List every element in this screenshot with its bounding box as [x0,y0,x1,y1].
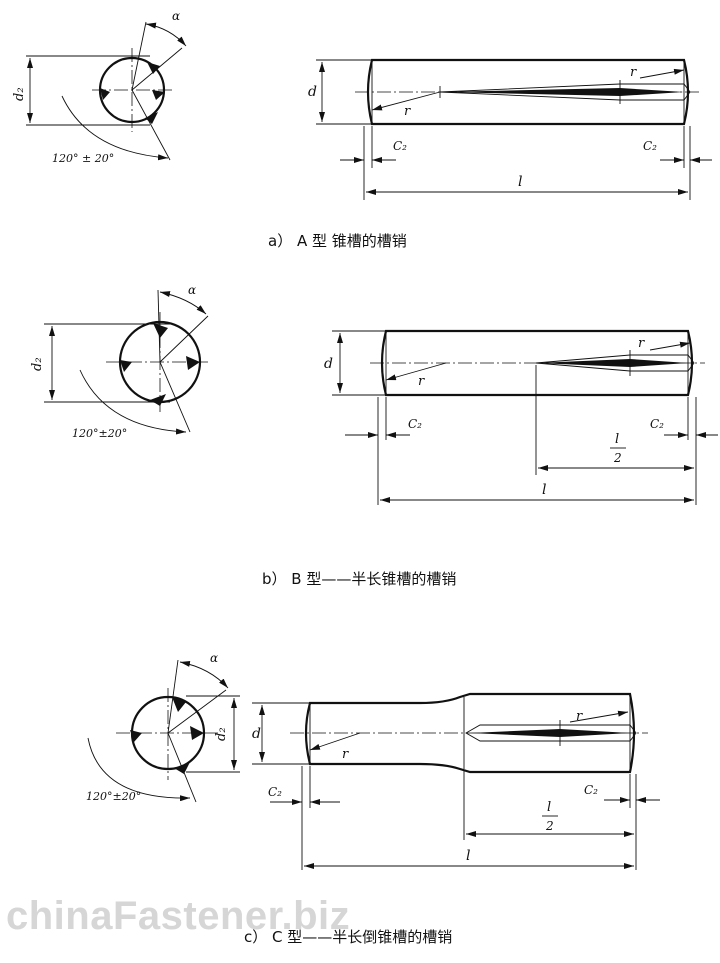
figure-b: d₂ 120°±20° α [30,283,718,505]
figure-c-side-view [252,692,660,870]
figure-b-label-d2: d₂ [30,357,45,371]
figure-c-label-d: d [252,726,261,742]
figure-b-label-half-l-den: 2 [613,451,622,465]
figure-a-label-l: l [518,174,522,190]
figure-b-label-d: d [324,356,333,372]
figure-c-label-alpha: α [210,651,218,665]
figure-c-label-d2: d₂ [214,727,229,741]
figure-c-label-r-right: r [576,709,583,724]
figure-b-label-c2-right: C₂ [650,417,664,431]
figure-b-label-c2-left: C₂ [408,417,422,431]
figure-c-label-l: l [466,848,470,864]
figure-c-label-r-left: r [342,747,349,762]
figure-a-label-d2: d₂ [12,87,27,101]
figure-c-label-angle: 120°±20° [86,790,141,803]
figure-c-caption: c） C 型——半长倒锥槽的槽销 [244,928,453,946]
figure-b-side-view [332,329,718,505]
figure-b-label-r-right: r [638,336,645,351]
figure-b-label-alpha: α [188,283,196,297]
figure-c-cross-section [87,659,240,803]
figure-c: d₂ 120°±20° α [86,651,660,870]
figure-b-label-r-left: r [418,374,425,389]
figure-c-label-half-l-den: 2 [545,819,554,833]
figure-a-label-alpha: α [172,9,180,23]
figure-a-label-c2-right: C₂ [643,139,657,153]
figure-a-label-r-left: r [404,104,411,119]
figure-a-label-c2-left: C₂ [393,139,407,153]
figure-a-label-d: d [308,84,317,100]
figure-b-label-half-l-num: l [615,432,619,447]
figure-c-label-c2-right: C₂ [584,783,598,797]
figure-a-caption: a） A 型 锥槽的槽销 [268,232,407,250]
figure-b-cross-section [44,289,210,435]
figure-c-label-c2-left: C₂ [268,785,282,799]
figure-c-label-half-l-num: l [547,800,551,815]
figure-b-label-l: l [542,482,546,498]
watermark-text: chinaFastener.biz [6,894,351,938]
figure-a-cross-section [26,21,187,161]
figure-a-label-r-right: r [630,65,637,80]
figure-b-caption: b） B 型——半长锥槽的槽销 [262,570,457,588]
figure-a: d₂ 120° ± 20° α [12,9,712,200]
figure-a-side-view [316,58,712,200]
figure-a-label-angle: 120° ± 20° [52,152,114,165]
figure-b-label-angle: 120°±20° [72,427,127,440]
